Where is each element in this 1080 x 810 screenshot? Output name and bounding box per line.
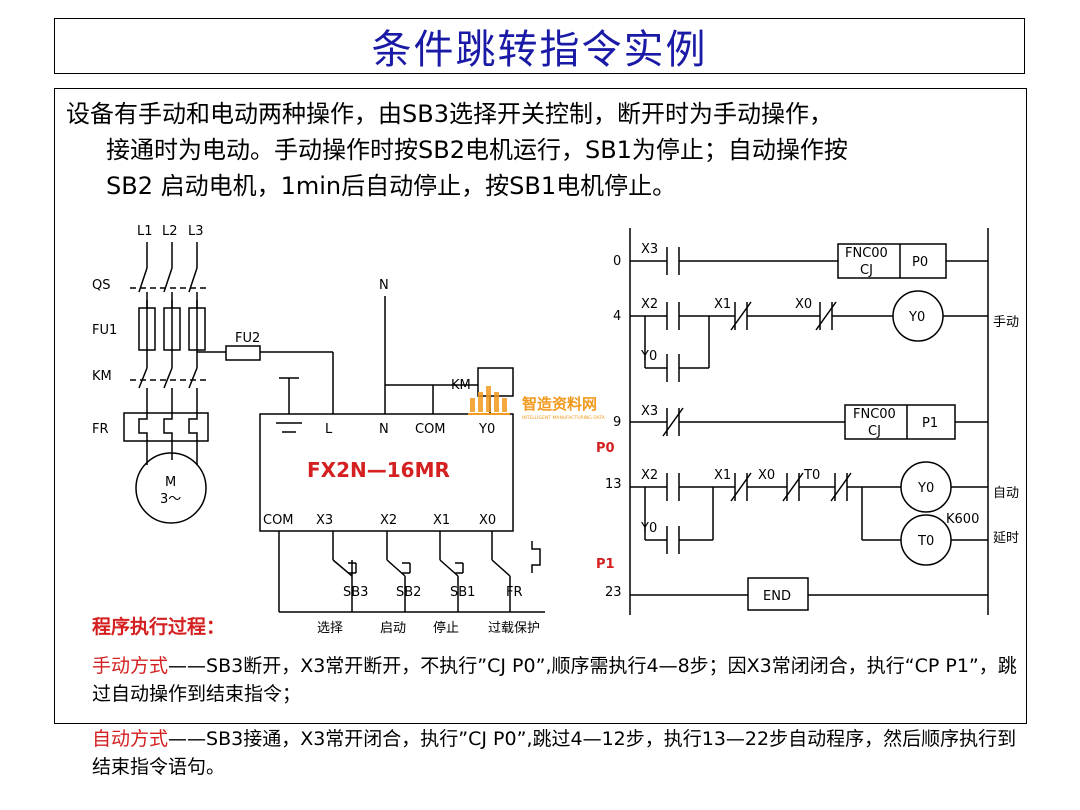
r1-x1: X1: [714, 297, 731, 312]
motor-phase: 3～: [160, 492, 181, 507]
terminal-y0: Y0: [478, 422, 495, 437]
terminal-com-top: COM: [415, 422, 446, 437]
r1-y0-contact: Y0: [640, 349, 657, 364]
r0-x3: X3: [641, 242, 658, 257]
terminal-com-bottom: COM: [263, 513, 294, 528]
label-fu2: FU2: [235, 331, 260, 346]
r0-fnc: FNC00: [845, 246, 888, 261]
content-frame: [54, 88, 1027, 724]
r3-y0-contact: Y0: [640, 521, 657, 536]
step-13: 13: [605, 477, 622, 492]
pointer-p0: P0: [596, 441, 615, 456]
switch-fr-label: FR: [506, 585, 523, 600]
label-km: KM: [92, 369, 112, 384]
r3-t0: T0: [803, 468, 820, 483]
auto-mode-label: 自动方式: [92, 728, 169, 750]
manual-mode-paragraph: 手动方式——SB3断开，X3常开断开，不执行”CJ P0”,顺序需执行4—8步；…: [92, 652, 1032, 708]
step-4: 4: [613, 309, 621, 324]
r0-cj: CJ: [860, 263, 873, 278]
note-delay: 延时: [993, 531, 1019, 546]
r1-y0-coil: Y0: [908, 310, 925, 325]
r3-t0-coil: T0: [917, 534, 934, 549]
step-0: 0: [613, 254, 621, 269]
process-title: 程序执行过程：: [92, 616, 226, 638]
r2-cj: CJ: [868, 424, 881, 439]
step-9: 9: [613, 415, 621, 430]
label-fr: FR: [92, 422, 109, 437]
switch-sb3-label: SB3: [343, 585, 368, 600]
r3-y0-coil: Y0: [917, 481, 934, 496]
r2-x3: X3: [641, 404, 658, 419]
pointer-p1: P1: [596, 557, 615, 572]
title-box: 条件跳转指令实例: [54, 18, 1025, 74]
terminal-l: L: [325, 422, 333, 437]
intro-line-2: 接通时为电动。手动操作时按SB2电机运行，SB1为停止；自动操作按: [106, 136, 848, 164]
manual-mode-label: 手动方式: [92, 655, 169, 677]
watermark-text: 智造资料网: [522, 395, 597, 413]
r0-p0: P0: [912, 255, 928, 270]
r4-end: END: [763, 589, 791, 604]
caption-select: 选择: [317, 621, 343, 636]
r3-k600: K600: [946, 512, 979, 527]
terminal-x3: X3: [316, 513, 333, 528]
intro-line-1: 设备有手动和电动两种操作，由SB3选择开关控制，断开时为手动操作，: [66, 100, 833, 128]
intro-text: 设备有手动和电动两种操作，由SB3选择开关控制，断开时为手动操作， 接通时为电动…: [66, 96, 1026, 204]
label-l1: L1: [137, 224, 153, 239]
label-fu1: FU1: [92, 323, 117, 338]
page-title: 条件跳转指令实例: [371, 27, 708, 73]
terminal-x0: X0: [479, 513, 496, 528]
manual-mode-text: ——SB3断开，X3常开断开，不执行”CJ P0”,顺序需执行4—8步；因X3常…: [92, 655, 1017, 705]
r2-fnc: FNC00: [853, 407, 896, 422]
label-l2: L2: [162, 224, 178, 239]
auto-mode-paragraph: 自动方式——SB3接通，X3常开闭合，执行”CJ P0”,跳过4—12步，执行1…: [92, 725, 1032, 781]
r3-x1: X1: [714, 468, 731, 483]
note-auto: 自动: [993, 486, 1019, 501]
note-manual: 手动: [993, 315, 1019, 330]
km-coil-label: KM: [451, 378, 471, 393]
motor-label: M: [165, 475, 176, 490]
switch-sb2-label: SB2: [396, 585, 421, 600]
r1-x2: X2: [641, 297, 658, 312]
auto-mode-text: ——SB3接通，X3常开闭合，执行”CJ P0”,跳过4—12步，执行13—22…: [92, 728, 1017, 778]
intro-line-3: SB2 启动电机，1min后自动停止，按SB1电机停止。: [106, 172, 677, 200]
watermark-logo: 智造资料网 INTELLIGENT MANUFACTURING DATA: [468, 386, 606, 421]
step-23: 23: [605, 585, 622, 600]
watermark-subtext: INTELLIGENT MANUFACTURING DATA: [522, 415, 606, 421]
label-qs: QS: [92, 278, 110, 293]
caption-stop: 停止: [433, 620, 459, 636]
r3-x0: X0: [758, 468, 775, 483]
terminal-x1: X1: [433, 513, 450, 528]
r3-x2: X2: [641, 468, 658, 483]
r1-x0: X0: [795, 297, 812, 312]
caption-overload: 过载保护: [488, 621, 540, 636]
label-l3: L3: [188, 224, 204, 239]
switch-sb1-label: SB1: [450, 585, 475, 600]
caption-start: 启动: [380, 621, 406, 636]
plc-model: FX2N—16MR: [307, 458, 450, 482]
label-n: N: [379, 278, 389, 293]
r2-p1: P1: [922, 416, 938, 431]
terminal-n: N: [379, 422, 389, 437]
terminal-x2: X2: [380, 513, 397, 528]
